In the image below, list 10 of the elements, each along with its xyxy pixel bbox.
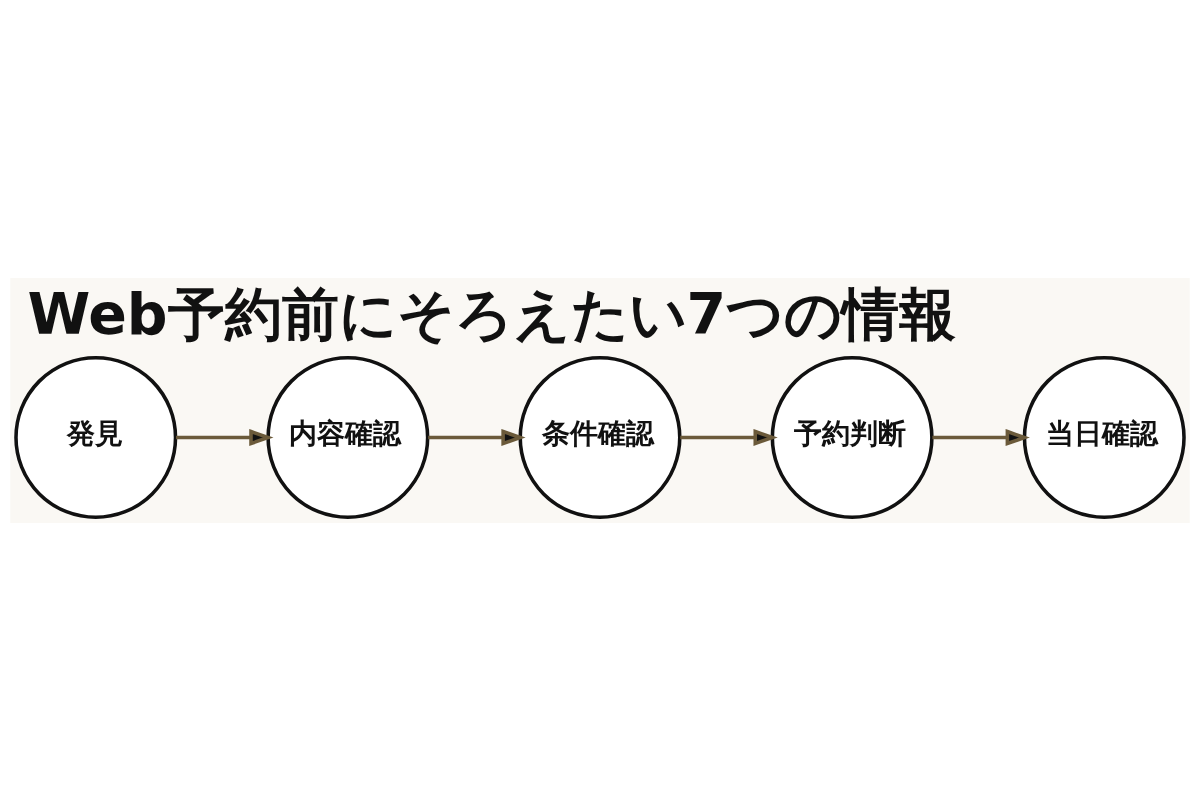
node-circle: 条件確認 xyxy=(518,355,682,519)
arrow xyxy=(680,428,778,446)
arrow xyxy=(176,428,274,446)
node-circle: 予約判断 xyxy=(770,355,934,519)
arrow xyxy=(932,428,1030,446)
node-circle: 内容確認 xyxy=(266,355,430,519)
diagram-title: Web予約前にそろえたい7つの情報 xyxy=(27,280,957,347)
node-circle: 当日確認 xyxy=(1022,355,1186,519)
arrow xyxy=(428,428,526,446)
node-circle: 発見 xyxy=(14,355,178,519)
